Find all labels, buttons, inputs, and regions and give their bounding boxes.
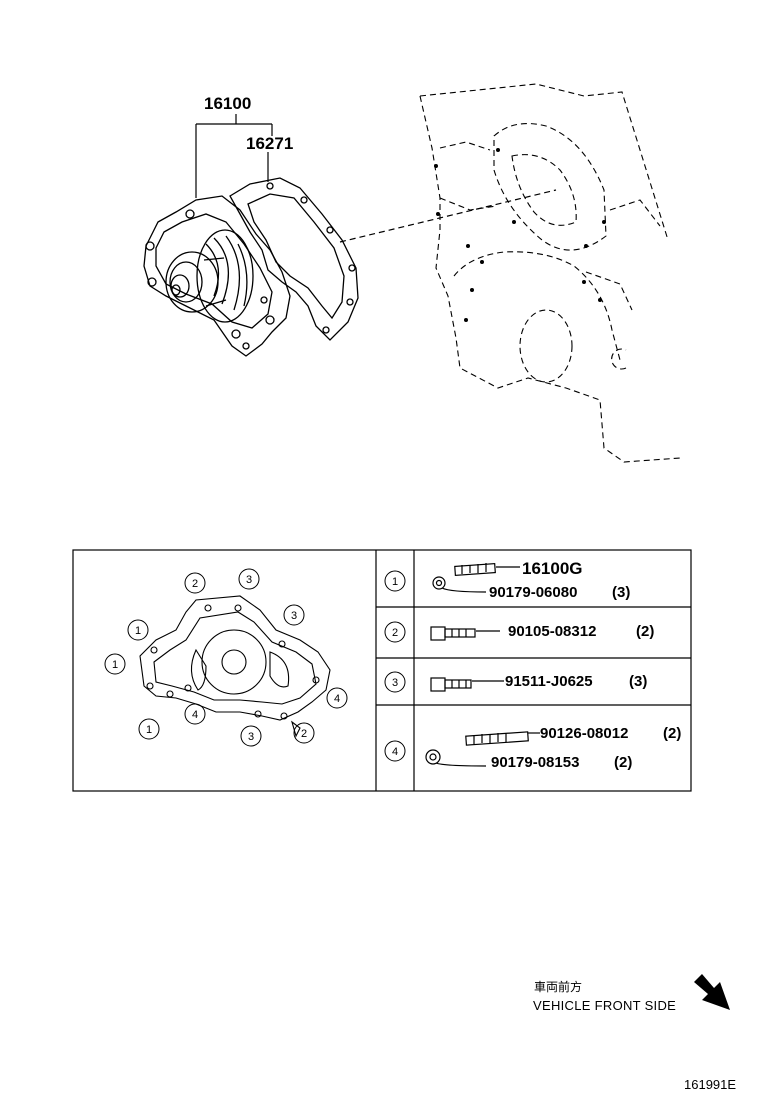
illustration-id: 161991E [684,1077,737,1092]
part-number-90179-06080: 90179-06080 [489,584,577,601]
engine-bolt-holes [434,148,606,322]
stud-bolt-16100g [454,562,520,577]
qty-90179-06080: (3) [612,584,630,601]
gasket-illustration [229,177,359,341]
callout-leader-16100 [195,114,273,198]
pattern-marker-circles [104,568,348,747]
pattern-marker-labels: 2 3 1 3 1 4 1 4 3 2 [112,574,340,743]
callout-16100: 16100 [204,94,251,113]
water-pump-illustration [143,195,291,357]
svg-text:4: 4 [392,746,398,758]
nut-90179-08153 [425,749,487,767]
part-number-91511-j0625: 91511-J0625 [505,673,593,690]
svg-text:2: 2 [392,627,398,639]
bolt-90105-08312 [430,626,500,641]
qty-90126-08012: (2) [663,725,681,742]
svg-text:3: 3 [246,574,252,586]
fastener-table [72,549,692,792]
qty-90105-08312: (2) [636,623,654,640]
part-number-90105-08312: 90105-08312 [508,623,596,640]
vehicle-front-label: VEHICLE FRONT SIDE [533,998,677,1013]
arrow-down-right-icon [694,974,730,1010]
part-number-16100g: 16100G [522,559,583,578]
svg-text:4: 4 [334,693,340,705]
svg-text:1: 1 [392,576,398,588]
svg-text:3: 3 [248,731,254,743]
callout-16271: 16271 [246,134,293,153]
bolt-91511-j0625 [430,677,504,692]
svg-text:1: 1 [146,724,152,736]
svg-text:3: 3 [392,677,398,689]
row-marker-circles [384,570,406,762]
svg-text:2: 2 [192,578,198,590]
qty-90179-08153: (2) [614,754,632,771]
svg-text:4: 4 [192,709,198,721]
part-number-90179-08153: 90179-08153 [491,754,579,771]
vehicle-front-label-jp: 車両前方 [534,980,583,994]
alignment-line [339,189,557,243]
part-number-90126-08012: 90126-08012 [540,725,628,742]
stud-bolt-90126-08012 [465,731,540,746]
nut-90179-06080 [432,576,487,593]
svg-text:1: 1 [135,625,141,637]
svg-text:3: 3 [291,610,297,622]
row-marker-labels: 1 2 3 4 [392,576,398,758]
svg-text:2: 2 [301,728,307,740]
svg-text:1: 1 [112,659,118,671]
engine-block-illustration [419,83,681,463]
qty-91511-j0625: (3) [629,673,647,690]
gasket-bolt-pattern [139,595,331,738]
